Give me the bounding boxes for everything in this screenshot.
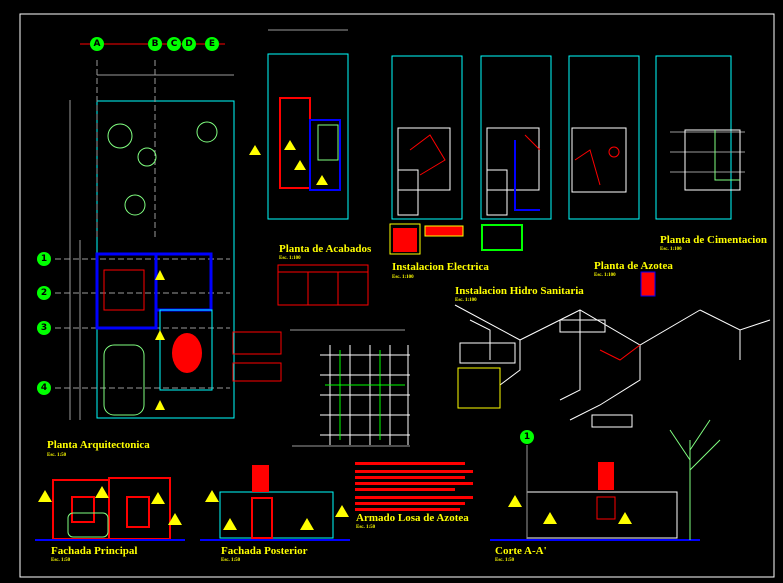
view-scale: Esc. 1:100 bbox=[594, 273, 616, 278]
view-scale: Esc. 1:50 bbox=[51, 558, 71, 563]
view-scale: Esc. 1:50 bbox=[356, 525, 376, 530]
fachada-posterior-view bbox=[200, 465, 350, 541]
axis-bubble-E[interactable]: E bbox=[205, 37, 219, 51]
view-scale: Esc. 1:100 bbox=[455, 298, 477, 303]
svg-text:A: A bbox=[94, 39, 101, 49]
view-title: Fachada Posterior bbox=[221, 545, 308, 557]
svg-text:1: 1 bbox=[41, 254, 47, 264]
planta-cimentacion-view bbox=[655, 55, 745, 220]
svg-text:4: 4 bbox=[41, 383, 47, 393]
svg-text:D: D bbox=[185, 39, 192, 49]
view-title: Planta Arquitectonica bbox=[47, 439, 150, 451]
fachada-principal-view bbox=[35, 477, 185, 541]
axis-bubble-1[interactable]: 1 bbox=[37, 252, 51, 266]
svg-text:B: B bbox=[152, 39, 159, 49]
view-scale: Esc. 1:100 bbox=[279, 256, 301, 261]
axis-bubble-A[interactable]: A bbox=[90, 37, 104, 51]
armado-losa-view bbox=[232, 329, 473, 511]
isometric-piping-view bbox=[454, 271, 771, 428]
planta-azotea-view bbox=[568, 55, 640, 220]
axis-bubble-3[interactable]: 3 bbox=[37, 321, 51, 335]
view-scale: Esc. 1:100 bbox=[660, 247, 682, 252]
axis-bubble-B[interactable]: B bbox=[148, 37, 162, 51]
axis-bubble-D[interactable]: D bbox=[182, 37, 196, 51]
view-title: Armado Losa de Azotea bbox=[356, 512, 469, 524]
view-scale: Esc. 1:50 bbox=[495, 558, 515, 563]
axis-bubble-4[interactable]: 4 bbox=[37, 381, 51, 395]
svg-text:E: E bbox=[209, 39, 215, 49]
view-scale: Esc. 1:50 bbox=[47, 453, 67, 458]
view-title: Planta de Acabados bbox=[279, 243, 372, 255]
planta-arquitectonica-view bbox=[55, 60, 235, 420]
view-title: Instalacion Electrica bbox=[392, 261, 489, 273]
view-title: Instalacion Hidro Sanitaria bbox=[455, 285, 584, 297]
corte-aa-view bbox=[490, 419, 721, 541]
view-title: Fachada Principal bbox=[51, 545, 138, 557]
view-scale: Esc. 1:100 bbox=[392, 275, 414, 280]
section-axis-bubble[interactable]: 1 bbox=[520, 430, 534, 444]
instalacion-hidrosanitaria-view bbox=[480, 55, 552, 251]
svg-text:2: 2 bbox=[41, 288, 47, 298]
view-title: Planta de Cimentacion bbox=[660, 234, 767, 246]
svg-text:3: 3 bbox=[41, 323, 47, 333]
axis-bubble-C[interactable]: C bbox=[167, 37, 181, 51]
view-title: Corte A-A' bbox=[495, 545, 547, 557]
instalacion-electrica-view bbox=[389, 55, 464, 255]
axis-bubble-2[interactable]: 2 bbox=[37, 286, 51, 300]
view-scale: Esc. 1:50 bbox=[221, 558, 241, 563]
svg-text:1: 1 bbox=[524, 432, 530, 442]
planta-acabados-view bbox=[249, 29, 369, 306]
svg-text:C: C bbox=[171, 39, 178, 49]
view-title: Planta de Azotea bbox=[594, 260, 673, 272]
sheet-border bbox=[19, 13, 775, 578]
